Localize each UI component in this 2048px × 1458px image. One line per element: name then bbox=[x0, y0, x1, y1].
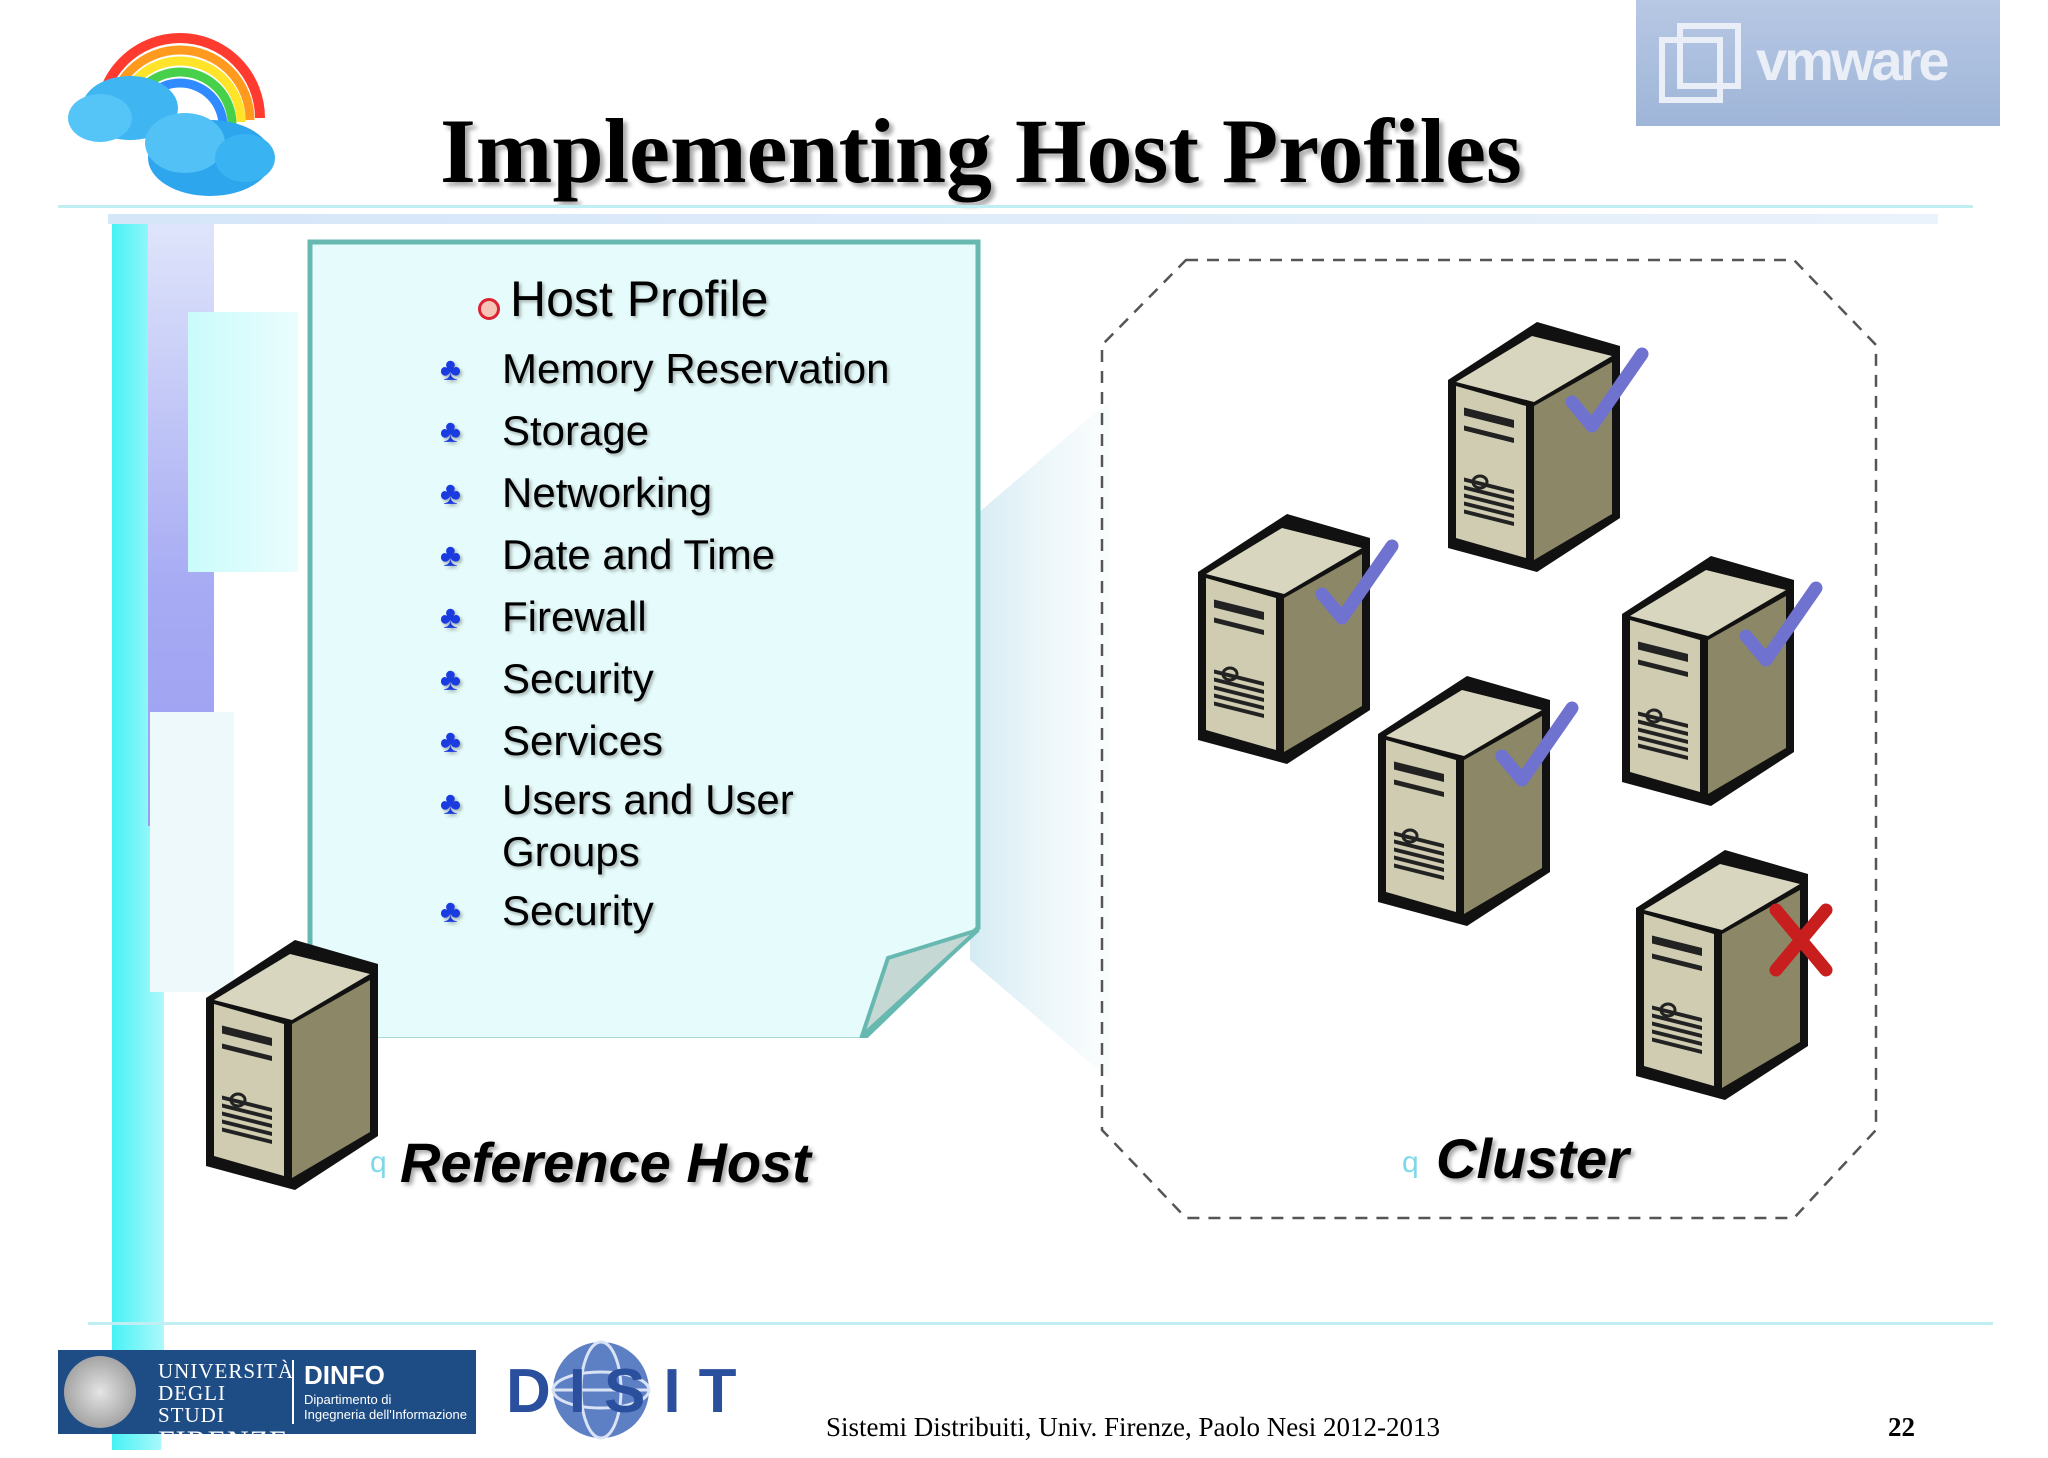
club-icon: ♣ bbox=[440, 412, 461, 449]
cluster-server-icon bbox=[1636, 850, 1833, 1100]
profile-item-label: Security bbox=[502, 654, 654, 702]
profile-item-label: Services bbox=[502, 716, 664, 764]
dinfo-name: DINFO bbox=[304, 1360, 385, 1390]
logo-divider bbox=[292, 1360, 294, 1424]
slide-title: Implementing Host Profiles bbox=[440, 100, 1522, 202]
profile-item: ♣ Services bbox=[440, 712, 663, 767]
decor-bar-light bbox=[150, 712, 234, 992]
club-icon: ♣ bbox=[440, 474, 461, 511]
club-icon: ♣ bbox=[440, 892, 461, 929]
footer-divider bbox=[88, 1322, 1993, 1325]
unifi-dinfo-logo: UNIVERSITÀ DEGLI STUDI FIRENZE DINFO Dip… bbox=[58, 1350, 476, 1458]
check-icon bbox=[1495, 701, 1579, 787]
disit-logo: DISIT bbox=[506, 1338, 736, 1440]
header-divider bbox=[58, 205, 1973, 208]
cross-icon bbox=[1769, 903, 1833, 977]
decor-bar-pale bbox=[188, 312, 298, 572]
dinfo-subtitle: Dipartimento di Ingegneria dell'Informaz… bbox=[304, 1392, 467, 1422]
page-number: 22 bbox=[1888, 1412, 1915, 1442]
rainbow-cloud-logo bbox=[68, 33, 275, 196]
globe-icon bbox=[551, 1340, 651, 1440]
reference-host-bullet-icon: q bbox=[370, 1146, 387, 1179]
heading-bullet-icon bbox=[478, 298, 500, 320]
profile-item-label: Firewall bbox=[502, 592, 647, 640]
server-body bbox=[206, 940, 378, 1190]
cluster-server-icon bbox=[1622, 556, 1823, 806]
club-icon: ♣ bbox=[440, 722, 461, 759]
profile-item-label: Networking bbox=[502, 468, 713, 516]
cluster-label: Cluster bbox=[1436, 1127, 1629, 1190]
profile-item-label: Storage bbox=[502, 406, 650, 454]
cluster-server-icon bbox=[1448, 322, 1649, 572]
cluster-boundary bbox=[1100, 258, 1878, 1220]
profile-heading: Host Profile bbox=[510, 271, 769, 327]
check-icon bbox=[1565, 347, 1649, 433]
profile-item: ♣ Users and User Groups bbox=[440, 774, 832, 878]
reference-host-server-icon bbox=[206, 940, 378, 1190]
profile-item: ♣ Security bbox=[440, 882, 654, 937]
disit-wordmark: DISIT bbox=[506, 1357, 755, 1426]
header-divider-band bbox=[108, 214, 1938, 224]
footer-course: Sistemi Distribuiti, Univ. Firenze, Paol… bbox=[826, 1412, 1440, 1442]
vmware-squares-icon bbox=[1659, 23, 1741, 103]
profile-item-label: Security bbox=[502, 886, 654, 934]
profile-item: ♣ Storage bbox=[440, 402, 649, 457]
vmware-logo: vmware bbox=[1636, 0, 2000, 126]
profile-item-label: Date and Time bbox=[502, 530, 776, 578]
university-name: UNIVERSITÀ DEGLI STUDI FIRENZE bbox=[158, 1359, 294, 1458]
profile-item: ♣ Security bbox=[440, 650, 654, 705]
reference-host-label: Reference Host bbox=[400, 1131, 811, 1194]
vmware-wordmark: vmware bbox=[1756, 29, 1950, 92]
profile-item-label: Memory Reservation bbox=[502, 344, 890, 392]
profile-item-label: Users and User Groups bbox=[502, 776, 794, 875]
projection-shadow bbox=[970, 400, 1110, 1080]
cluster-server-icon bbox=[1378, 676, 1579, 926]
club-icon: ♣ bbox=[440, 660, 461, 697]
profile-item: ♣ Memory Reservation bbox=[440, 340, 889, 395]
check-icon bbox=[1315, 539, 1399, 625]
profile-item: ♣ Networking bbox=[440, 464, 712, 519]
check-icon bbox=[1739, 581, 1823, 667]
cluster-server-icon bbox=[1198, 514, 1399, 764]
club-icon: ♣ bbox=[440, 598, 461, 635]
host-profile-card bbox=[307, 239, 981, 1038]
profile-item: ♣ Date and Time bbox=[440, 526, 775, 581]
university-seal-icon bbox=[64, 1356, 136, 1428]
club-icon: ♣ bbox=[440, 350, 461, 387]
cluster-bullet-icon: q bbox=[1402, 1146, 1419, 1179]
club-icon: ♣ bbox=[440, 536, 461, 573]
club-icon: ♣ bbox=[440, 784, 461, 821]
profile-item: ♣ Firewall bbox=[440, 588, 647, 643]
